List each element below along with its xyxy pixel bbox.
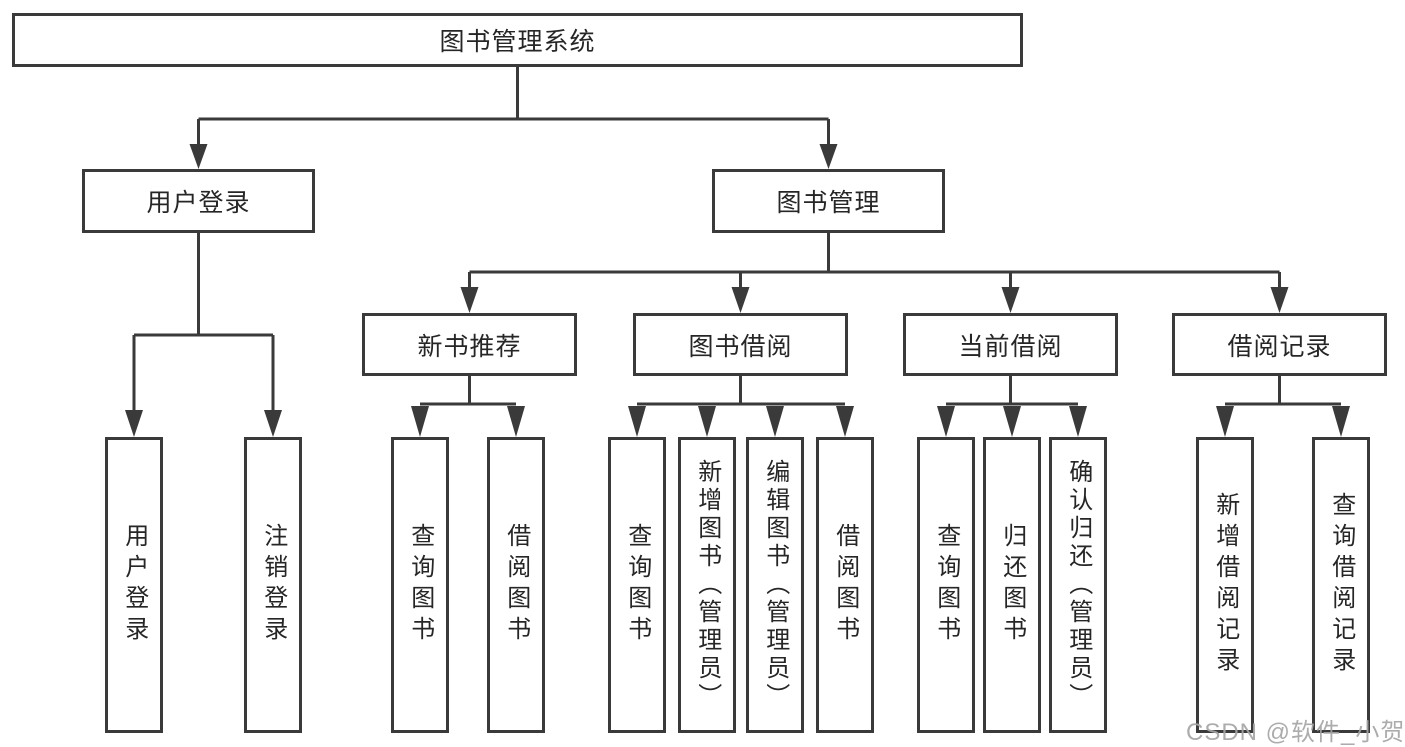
leaf-return-books: 归还图书: [983, 437, 1041, 733]
node-new-book-recommend: 新书推荐: [362, 313, 577, 376]
node-library-system: 图书管理系统: [12, 13, 1023, 67]
leaf-query-borrow-record: 查询借阅记录: [1312, 437, 1370, 733]
node-current-borrow-label: 当前借阅: [958, 332, 1063, 361]
leaf-user-login-label: 用户登录: [120, 523, 148, 647]
node-current-borrow: 当前借阅: [903, 313, 1118, 376]
leaf-logout: 注销登录: [244, 437, 302, 733]
leaf-query-borrow-record-label: 查询借阅记录: [1327, 492, 1355, 678]
node-book-management-label: 图书管理: [776, 189, 881, 217]
leaf-query-books-current: 查询图书: [917, 437, 975, 733]
leaf-query-books-current-label: 查询图书: [932, 523, 960, 647]
leaf-borrow-books-label: 借阅图书: [831, 523, 859, 647]
node-borrow-records: 借阅记录: [1172, 313, 1387, 376]
watermark-text: CSDN @软件_小贺同学: [1186, 719, 1405, 746]
leaf-edit-books-admin-label: 编辑图书（管理员）: [761, 459, 789, 711]
leaf-confirm-return-admin: 确认归还（管理员）: [1049, 437, 1107, 733]
leaf-add-borrow-record: 新增借阅记录: [1196, 437, 1254, 733]
node-book-borrow-label: 图书借阅: [688, 332, 793, 361]
leaf-query-books-recommend: 查询图书: [391, 437, 449, 733]
node-user-login: 用户登录: [82, 169, 315, 233]
node-new-book-recommend-label: 新书推荐: [417, 332, 522, 361]
leaf-query-books-borrow: 查询图书: [608, 437, 666, 733]
leaf-add-books-admin: 新增图书（管理员）: [678, 437, 736, 733]
leaf-user-login: 用户登录: [105, 437, 163, 733]
leaf-add-books-admin-label: 新增图书（管理员）: [693, 459, 721, 711]
leaf-confirm-return-admin-label: 确认归还（管理员）: [1064, 459, 1092, 711]
leaf-logout-label: 注销登录: [259, 523, 287, 647]
connector-book-borrow-to-leaves: [628, 376, 854, 437]
leaf-borrow-books-recommend: 借阅图书: [487, 437, 545, 733]
node-user-login-label: 用户登录: [146, 189, 251, 217]
connector-current-borrow-to-leaves: [937, 376, 1087, 437]
node-book-management: 图书管理: [712, 169, 945, 233]
leaf-edit-books-admin: 编辑图书（管理员）: [746, 437, 804, 733]
leaf-query-books-recommend-label: 查询图书: [406, 523, 434, 647]
leaf-borrow-books: 借阅图书: [816, 437, 874, 733]
connector-new-book-to-leaves: [411, 376, 525, 437]
leaf-borrow-books-recommend-label: 借阅图书: [502, 523, 530, 647]
leaf-query-books-borrow-label: 查询图书: [623, 523, 651, 647]
connector-borrow-records-to-leaves: [1216, 376, 1350, 437]
connector-user-login-to-leaves: [125, 233, 282, 437]
connector-book-management-to-level3: [460, 233, 1289, 313]
node-book-borrow: 图书借阅: [633, 313, 848, 376]
leaf-add-borrow-record-label: 新增借阅记录: [1211, 492, 1239, 678]
leaf-return-books-label: 归还图书: [998, 523, 1026, 647]
node-library-system-label: 图书管理系统: [439, 28, 596, 56]
node-borrow-records-label: 借阅记录: [1227, 332, 1332, 361]
connector-root-to-level2: [189, 67, 838, 169]
